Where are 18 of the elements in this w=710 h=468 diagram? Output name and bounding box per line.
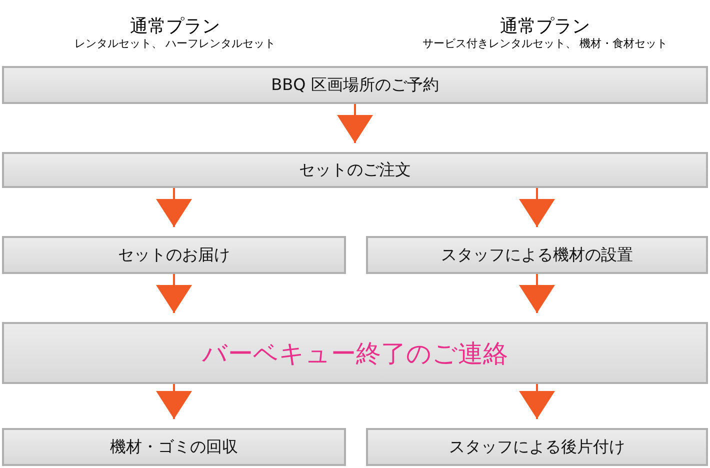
- plan-description: サービス付きレンタルセット、 機材・食材セット: [421, 36, 669, 51]
- arrow: [156, 384, 192, 419]
- step-box: スタッフによる機材の設置: [366, 236, 708, 274]
- step-box: BBQ 区画場所のご予約: [2, 66, 708, 104]
- highlight-box: バーベキュー終了のご連絡: [2, 322, 708, 384]
- step-box: 機材・ゴミの回収: [2, 428, 346, 466]
- plan-heading: 通常プラン: [499, 15, 591, 38]
- arrow: [519, 384, 555, 419]
- arrow: [519, 274, 555, 313]
- plan-description: レンタルセット、 ハーフレンタルセット: [73, 36, 277, 51]
- step-box: スタッフによる後片付け: [366, 428, 708, 466]
- arrow: [156, 274, 192, 313]
- step-box: セットのご注文: [2, 152, 708, 188]
- step-box: セットのお届け: [2, 236, 346, 274]
- arrow: [156, 188, 192, 227]
- arrow: [519, 188, 555, 227]
- arrow: [337, 104, 373, 143]
- plan-heading: 通常プラン: [129, 15, 221, 38]
